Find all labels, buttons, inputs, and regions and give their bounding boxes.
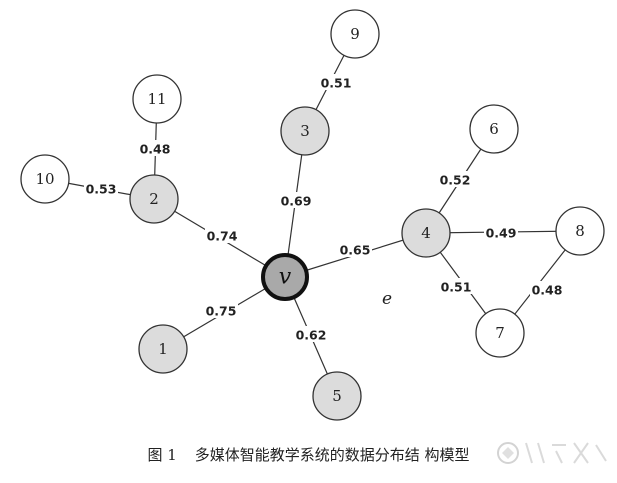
node-8: 8 xyxy=(555,206,605,256)
edge-weight-bg xyxy=(294,326,328,342)
node-label-8: 8 xyxy=(575,222,585,240)
edge-weight-bg xyxy=(438,171,472,187)
node-7: 7 xyxy=(475,308,525,358)
watermark-logo xyxy=(497,442,607,464)
node-label-10: 10 xyxy=(35,170,54,188)
labels-layer: 0.74 0.69 0.65 0.75 0.62 0.48 0.53 0.51 0.52 0.49… xyxy=(84,74,564,343)
node-circle-8 xyxy=(555,206,605,256)
edge-weight-bg xyxy=(319,74,353,90)
caption-text: 多媒体智能教学系统的数据分布结 构模型 xyxy=(194,446,470,464)
edge-weight-v-3: 0.69 xyxy=(281,194,312,209)
node-label-4: 4 xyxy=(421,224,431,242)
free-label-e: e xyxy=(382,289,392,309)
node-label-v: v xyxy=(279,265,292,290)
node-label-7: 7 xyxy=(495,324,505,342)
edge-weight-4-8: 0.49 xyxy=(486,226,517,241)
edge-weight-bg xyxy=(205,227,239,243)
edge-weight-bg xyxy=(439,278,473,294)
node-2: 2 xyxy=(129,174,179,224)
node-6: 6 xyxy=(469,104,519,154)
node-5: 5 xyxy=(312,371,362,421)
node-circle-2 xyxy=(129,174,179,224)
edge-weight-v-5: 0.62 xyxy=(296,328,327,343)
node-circle-11 xyxy=(132,74,182,124)
node-circle-v xyxy=(261,253,309,301)
edge-weight-v-4: 0.65 xyxy=(340,243,371,258)
node-label-3: 3 xyxy=(300,122,310,140)
node-label-5: 5 xyxy=(332,387,342,405)
caption-number: 图 1 xyxy=(147,446,177,464)
node-label-9: 9 xyxy=(350,25,360,43)
edge-weight-bg xyxy=(84,180,118,196)
node-circle-10 xyxy=(20,154,70,204)
node-label-11: 11 xyxy=(147,90,166,108)
edge-weight-v-1: 0.75 xyxy=(206,304,237,319)
node-circle-5 xyxy=(312,371,362,421)
nodes-layer: v 1 2 3 4 5 6 7 8 9 10 11 xyxy=(20,9,605,421)
node-label-6: 6 xyxy=(489,120,499,138)
figure-caption: 图 1 多媒体智能教学系统的数据分布结 构模型 xyxy=(0,444,617,465)
node-circle-1 xyxy=(138,324,188,374)
node-circle-6 xyxy=(469,104,519,154)
node-v: v xyxy=(261,253,309,301)
edge-weight-4-6: 0.52 xyxy=(440,173,471,188)
node-circle-3 xyxy=(280,106,330,156)
edge-weight-v-2: 0.74 xyxy=(207,229,238,244)
edge-weight-bg xyxy=(484,224,518,240)
edge-weight-bg xyxy=(138,140,172,156)
node-label-1: 1 xyxy=(158,340,168,358)
edge-weight-bg xyxy=(204,302,238,318)
edge-weight-2-10: 0.53 xyxy=(86,182,117,197)
node-3: 3 xyxy=(280,106,330,156)
edge-weight-7-8: 0.48 xyxy=(532,283,563,298)
node-1: 1 xyxy=(138,324,188,374)
node-10: 10 xyxy=(20,154,70,204)
edge-weight-bg xyxy=(338,241,372,257)
edge-weight-4-7: 0.51 xyxy=(441,280,472,295)
node-11: 11 xyxy=(132,74,182,124)
node-4: 4 xyxy=(401,208,451,258)
node-label-2: 2 xyxy=(149,190,159,208)
node-circle-9 xyxy=(330,9,380,59)
edge-weight-bg xyxy=(530,281,564,297)
node-circle-7 xyxy=(475,308,525,358)
edge-weight-3-9: 0.51 xyxy=(321,76,352,91)
edge-weight-2-11: 0.48 xyxy=(140,142,171,157)
edge-weight-bg xyxy=(279,192,313,208)
node-circle-4 xyxy=(401,208,451,258)
node-9: 9 xyxy=(330,9,380,59)
